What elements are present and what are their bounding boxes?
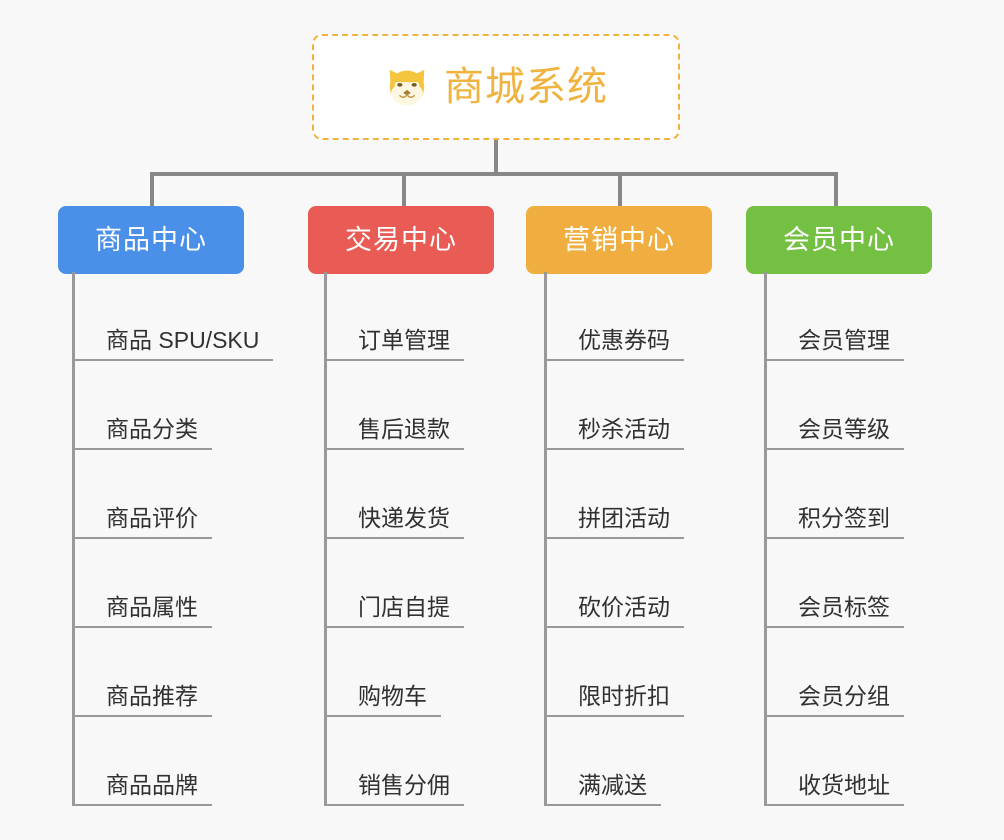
branch-stem: [72, 272, 75, 806]
branch-stem: [324, 272, 327, 806]
leaf-item[interactable]: 秒杀活动: [544, 361, 684, 450]
leaf-item-label: 积分签到: [798, 504, 890, 531]
branch-header-label: 商品中心: [95, 224, 207, 255]
leaf-item[interactable]: 会员标签: [764, 539, 904, 628]
leaf-item-label: 售后退款: [358, 415, 450, 442]
leaf-item-label: 门店自提: [358, 593, 450, 620]
leaf-item[interactable]: 销售分佣: [324, 717, 464, 806]
leaf-item[interactable]: 商品评价: [72, 450, 212, 539]
leaf-item-underline: 商品属性: [72, 594, 212, 628]
leaf-item-underline: 满减送: [544, 772, 661, 806]
connector-drop-branch-1: [150, 172, 154, 206]
leaf-item-underline: 订单管理: [324, 327, 464, 361]
leaf-item-label: 收货地址: [798, 771, 890, 798]
leaf-item[interactable]: 商品属性: [72, 539, 212, 628]
branch-header-label: 会员中心: [783, 224, 895, 255]
leaf-item-underline: 售后退款: [324, 416, 464, 450]
leaf-item-label: 优惠券码: [578, 326, 670, 353]
leaf-item-label: 商品评价: [106, 504, 198, 531]
leaf-item[interactable]: 积分签到: [764, 450, 904, 539]
leaf-item[interactable]: 拼团活动: [544, 450, 684, 539]
shiba-dog-face-icon: [389, 69, 425, 105]
leaf-item-underline: 商品评价: [72, 505, 212, 539]
leaf-item-underline: 会员标签: [764, 594, 904, 628]
branch-header-trade-center[interactable]: 交易中心: [308, 206, 494, 274]
leaf-item-underline: 商品推荐: [72, 683, 212, 717]
leaf-item[interactable]: 快递发货: [324, 450, 464, 539]
leaf-item[interactable]: 售后退款: [324, 361, 464, 450]
leaf-item[interactable]: 砍价活动: [544, 539, 684, 628]
leaf-item-label: 购物车: [358, 682, 427, 709]
leaf-item-underline: 会员等级: [764, 416, 904, 450]
leaf-item-underline: 积分签到: [764, 505, 904, 539]
leaf-item[interactable]: 优惠券码: [544, 272, 684, 361]
leaf-item-underline: 限时折扣: [544, 683, 684, 717]
leaf-item-label: 满减送: [578, 771, 647, 798]
leaf-item-label: 秒杀活动: [578, 415, 670, 442]
leaf-item-underline: 秒杀活动: [544, 416, 684, 450]
branch-header-product-center[interactable]: 商品中心: [58, 206, 244, 274]
leaf-item-underline: 会员分组: [764, 683, 904, 717]
leaf-item-underline: 商品品牌: [72, 772, 212, 806]
leaf-item[interactable]: 限时折扣: [544, 628, 684, 717]
leaf-item-label: 商品属性: [106, 593, 198, 620]
leaf-item-label: 会员等级: [798, 415, 890, 442]
leaf-item-label: 拼团活动: [578, 504, 670, 531]
leaf-item-label: 砍价活动: [578, 593, 670, 620]
leaf-item[interactable]: 会员分组: [764, 628, 904, 717]
leaf-item[interactable]: 会员等级: [764, 361, 904, 450]
leaf-item[interactable]: 会员管理: [764, 272, 904, 361]
leaf-item-underline: 销售分佣: [324, 772, 464, 806]
leaf-item-label: 商品 SPU/SKU: [106, 326, 260, 353]
leaf-item-label: 销售分佣: [358, 771, 450, 798]
leaf-item[interactable]: 满减送: [544, 717, 661, 806]
leaf-item[interactable]: 商品 SPU/SKU: [72, 272, 274, 361]
leaf-item-label: 订单管理: [358, 326, 450, 353]
leaf-item-underline: 砍价活动: [544, 594, 684, 628]
branch-header-label: 交易中心: [345, 224, 457, 255]
leaf-item-underline: 商品 SPU/SKU: [72, 326, 274, 361]
leaf-item[interactable]: 门店自提: [324, 539, 464, 628]
connector-horizontal-bus: [150, 172, 838, 176]
connector-root-drop: [494, 140, 498, 174]
leaf-item-label: 商品品牌: [106, 771, 198, 798]
leaf-item-label: 商品推荐: [106, 682, 198, 709]
leaf-item[interactable]: 购物车: [324, 628, 441, 717]
leaf-item-label: 快递发货: [358, 504, 450, 531]
leaf-item-underline: 购物车: [324, 683, 441, 717]
leaf-item-underline: 快递发货: [324, 505, 464, 539]
branch-header-label: 营销中心: [563, 224, 675, 255]
leaf-item-label: 会员标签: [798, 593, 890, 620]
root-node-label: 商城系统: [444, 65, 608, 109]
connector-drop-branch-2: [402, 172, 406, 206]
leaf-item[interactable]: 订单管理: [324, 272, 464, 361]
leaf-item-underline: 拼团活动: [544, 505, 684, 539]
leaf-item-label: 会员管理: [798, 326, 890, 353]
leaf-item[interactable]: 收货地址: [764, 717, 904, 806]
leaf-item-underline: 优惠券码: [544, 327, 684, 361]
leaf-item-underline: 收货地址: [764, 772, 904, 806]
leaf-item-underline: 商品分类: [72, 416, 212, 450]
leaf-item[interactable]: 商品品牌: [72, 717, 212, 806]
branch-header-member-center[interactable]: 会员中心: [746, 206, 932, 274]
leaf-item-label: 商品分类: [106, 415, 198, 442]
branch-stem: [544, 272, 547, 806]
leaf-item-label: 会员分组: [798, 682, 890, 709]
branch-header-marketing-center[interactable]: 营销中心: [526, 206, 712, 274]
root-node-shop-system[interactable]: 商城系统: [312, 34, 680, 140]
connector-drop-branch-4: [834, 172, 838, 206]
leaf-item-underline: 门店自提: [324, 594, 464, 628]
connector-drop-branch-3: [618, 172, 622, 206]
leaf-item-underline: 会员管理: [764, 327, 904, 361]
leaf-item-label: 限时折扣: [578, 682, 670, 709]
branch-stem: [764, 272, 767, 806]
leaf-item[interactable]: 商品推荐: [72, 628, 212, 717]
leaf-item[interactable]: 商品分类: [72, 361, 212, 450]
